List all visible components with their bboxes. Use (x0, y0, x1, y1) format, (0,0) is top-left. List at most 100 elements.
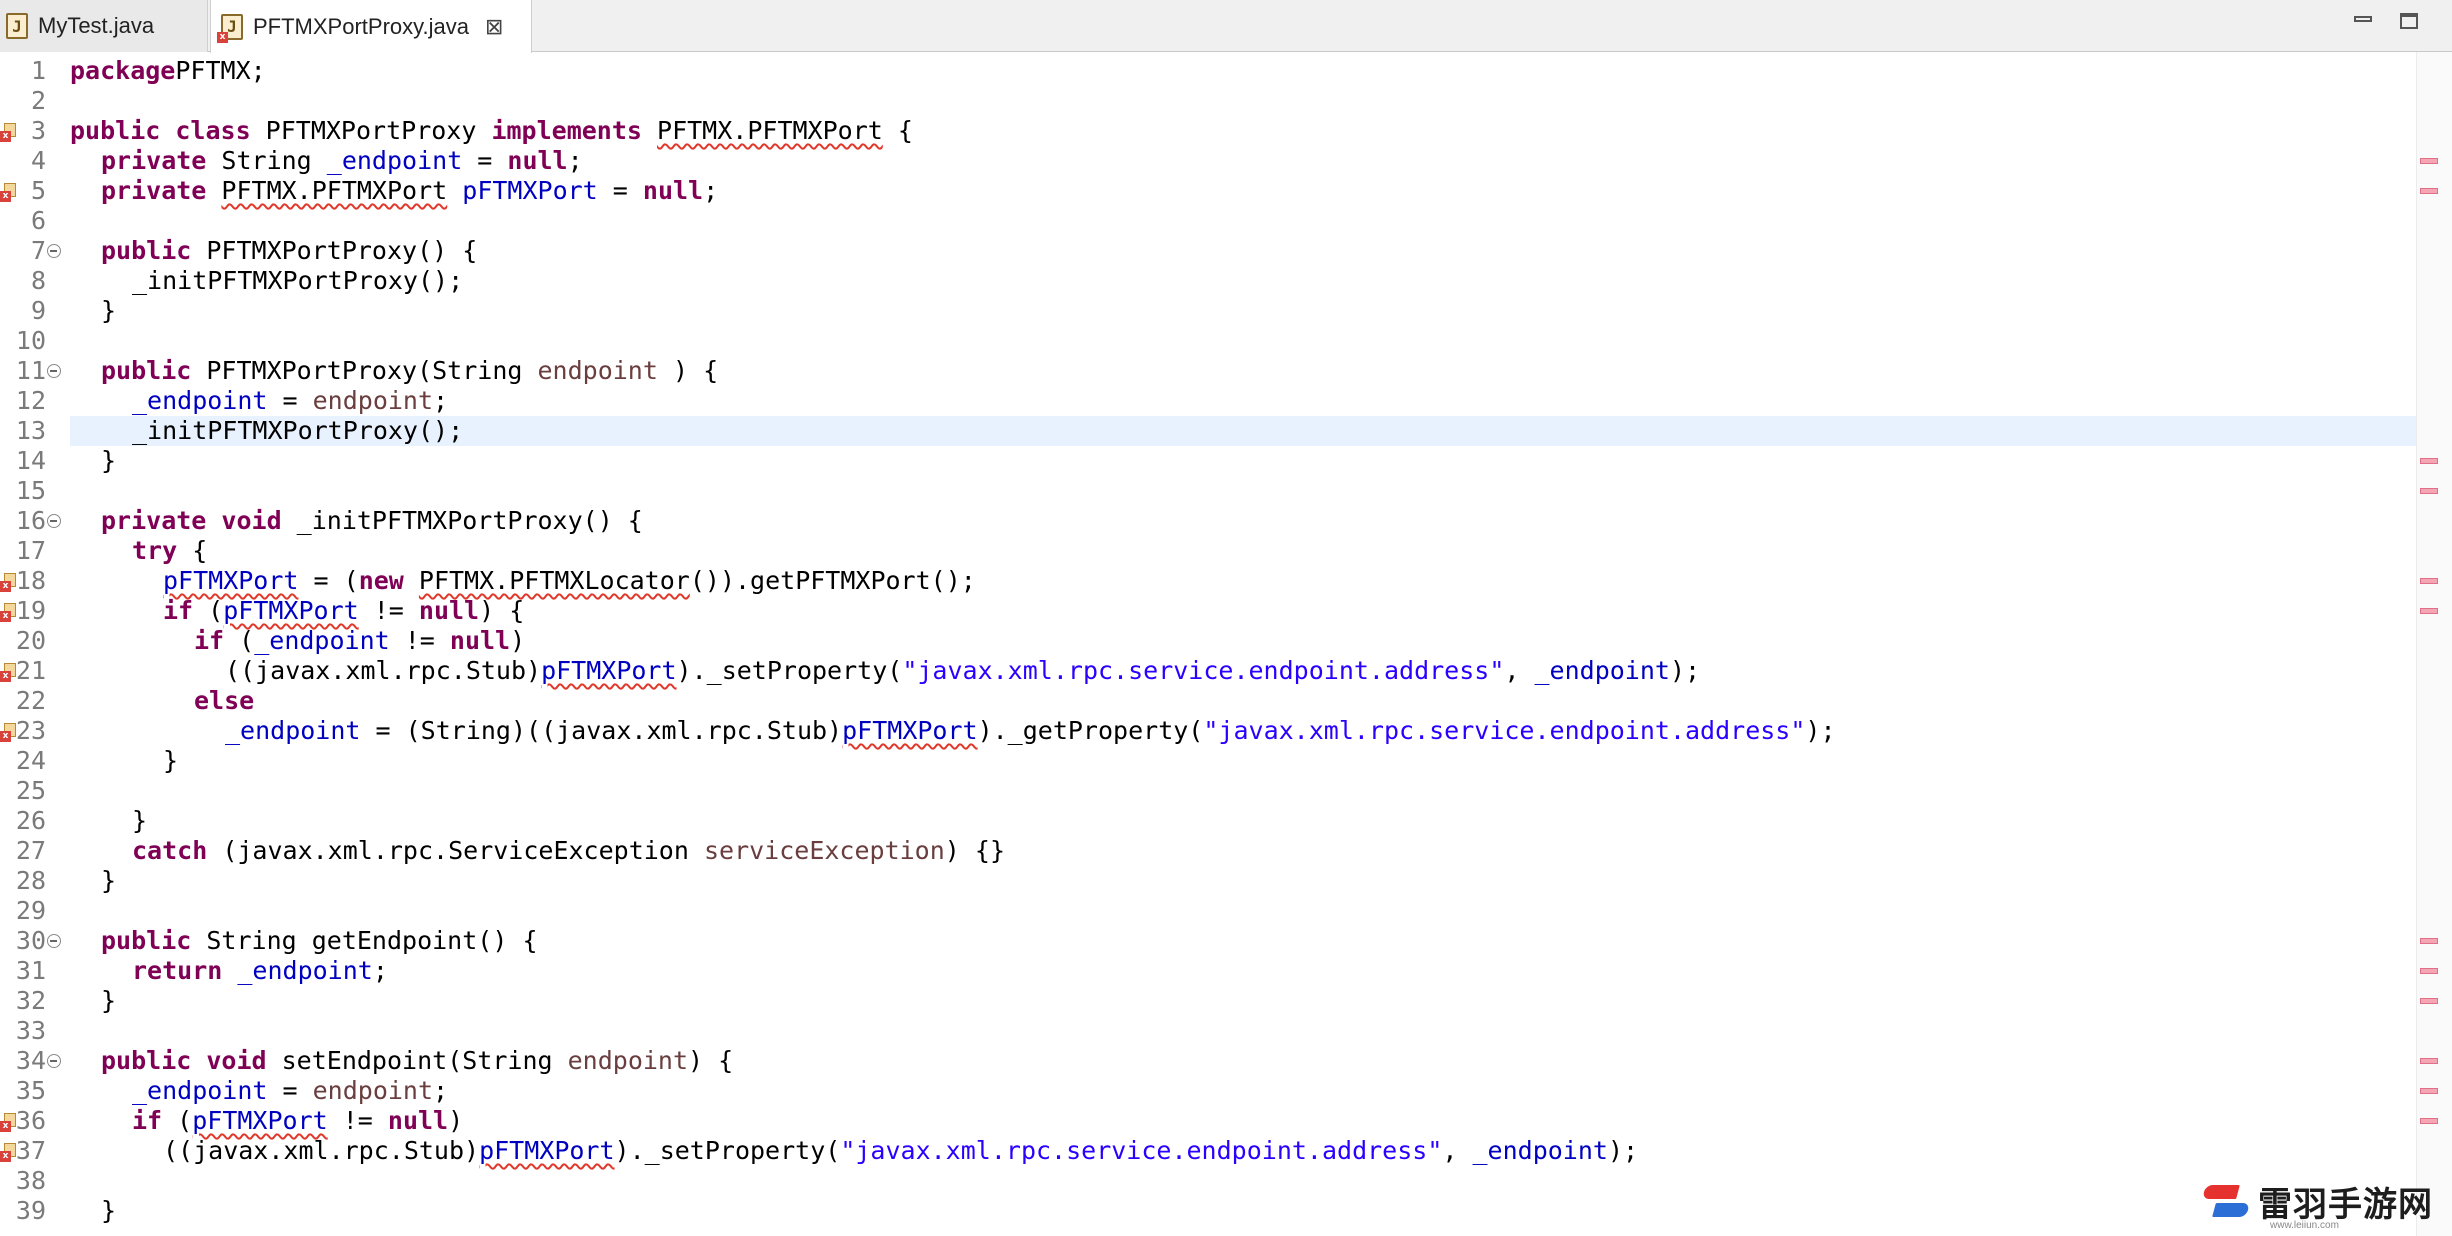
code-line[interactable]: 15 (0, 476, 2420, 506)
fold-collapse-icon[interactable] (47, 244, 61, 258)
close-icon[interactable]: ⊠ (484, 13, 504, 39)
code-text[interactable]: _initPFTMXPortProxy(); (132, 416, 463, 446)
ruler-annotation-mark[interactable] (2420, 998, 2438, 1004)
code-text[interactable]: } (132, 806, 147, 836)
ruler-annotation-mark[interactable] (2420, 158, 2438, 164)
code-text[interactable]: try { (132, 536, 207, 566)
error-marker-icon[interactable] (0, 573, 16, 592)
code-text[interactable]: public PFTMXPortProxy(String endpoint ) … (101, 356, 718, 386)
code-text[interactable]: ((javax.xml.rpc.Stub)pFTMXPort)._setProp… (163, 1136, 1638, 1166)
code-text[interactable]: if (pFTMXPort != null) (132, 1106, 463, 1136)
code-text[interactable]: private PFTMX.PFTMXPort pFTMXPort = null… (101, 176, 718, 206)
fold-collapse-icon[interactable] (47, 1054, 61, 1068)
code-line[interactable]: 21((javax.xml.rpc.Stub)pFTMXPort)._setPr… (0, 656, 2420, 686)
ruler-annotation-mark[interactable] (2420, 578, 2438, 584)
code-text[interactable]: _endpoint = (String)((javax.xml.rpc.Stub… (225, 716, 1836, 746)
code-text[interactable]: pFTMXPort = (new PFTMX.PFTMXLocator()).g… (163, 566, 976, 596)
ruler-annotation-mark[interactable] (2420, 608, 2438, 614)
code-line[interactable]: 25 (0, 776, 2420, 806)
code-text[interactable]: } (163, 746, 178, 776)
code-text[interactable]: } (101, 986, 116, 1016)
code-line[interactable]: 8_initPFTMXPortProxy(); (0, 266, 2420, 296)
ruler-annotation-mark[interactable] (2420, 488, 2438, 494)
code-line[interactable]: 24} (0, 746, 2420, 776)
code-text[interactable]: public class PFTMXPortProxy implements P… (70, 116, 913, 146)
code-text[interactable]: return _endpoint; (132, 956, 388, 986)
ruler-annotation-mark[interactable] (2420, 458, 2438, 464)
fold-collapse-icon[interactable] (47, 364, 61, 378)
error-marker-icon[interactable] (0, 1113, 16, 1132)
code-text[interactable]: } (101, 1196, 116, 1226)
code-line[interactable]: 32} (0, 986, 2420, 1016)
ruler-annotation-mark[interactable] (2420, 1088, 2438, 1094)
ruler-annotation-mark[interactable] (2420, 1118, 2438, 1124)
code-line[interactable]: 6 (0, 206, 2420, 236)
code-text[interactable]: public void setEndpoint(String endpoint)… (101, 1046, 733, 1076)
error-marker-icon[interactable] (0, 663, 16, 682)
code-line[interactable]: 14} (0, 446, 2420, 476)
code-text[interactable]: private String _endpoint = null; (101, 146, 583, 176)
error-marker-icon[interactable] (0, 1143, 16, 1162)
code-line[interactable]: 39} (0, 1196, 2420, 1226)
code-text[interactable]: _endpoint = endpoint; (132, 1076, 448, 1106)
code-text[interactable]: _endpoint = endpoint; (132, 386, 448, 416)
maximize-icon[interactable] (2398, 10, 2422, 32)
code-line[interactable]: 10 (0, 326, 2420, 356)
code-text[interactable]: } (101, 446, 116, 476)
code-line[interactable]: 37((javax.xml.rpc.Stub)pFTMXPort)._setPr… (0, 1136, 2420, 1166)
ruler-annotation-mark[interactable] (2420, 938, 2438, 944)
code-text[interactable]: } (101, 866, 116, 896)
error-marker-icon[interactable] (0, 123, 16, 142)
code-text[interactable]: public PFTMXPortProxy() { (101, 236, 477, 266)
ruler-annotation-mark[interactable] (2420, 1058, 2438, 1064)
code-text[interactable]: packagePFTMX; (70, 56, 266, 86)
code-line[interactable]: 12_endpoint = endpoint; (0, 386, 2420, 416)
tab-mytest[interactable]: J MyTest.java (0, 0, 208, 52)
ruler-annotation-mark[interactable] (2420, 968, 2438, 974)
minimize-icon[interactable] (2352, 10, 2376, 32)
overview-ruler[interactable] (2416, 52, 2452, 1236)
error-marker-icon[interactable] (0, 183, 16, 202)
code-text[interactable]: if (_endpoint != null) (194, 626, 525, 656)
code-line[interactable]: 2 (0, 86, 2420, 116)
code-line[interactable]: 9} (0, 296, 2420, 326)
code-line[interactable]: 28} (0, 866, 2420, 896)
error-marker-icon[interactable] (0, 603, 16, 622)
code-line[interactable]: 33 (0, 1016, 2420, 1046)
code-text[interactable]: _initPFTMXPortProxy(); (132, 266, 463, 296)
code-line[interactable]: 13_initPFTMXPortProxy(); (0, 416, 2420, 446)
code-line[interactable]: 38 (0, 1166, 2420, 1196)
code-text[interactable]: public String getEndpoint() { (101, 926, 538, 956)
code-text[interactable]: else (194, 686, 254, 716)
code-text[interactable]: } (101, 296, 116, 326)
code-line[interactable]: 23_endpoint = (String)((javax.xml.rpc.St… (0, 716, 2420, 746)
code-line[interactable]: 35_endpoint = endpoint; (0, 1076, 2420, 1106)
ruler-annotation-mark[interactable] (2420, 188, 2438, 194)
code-text[interactable]: ((javax.xml.rpc.Stub)pFTMXPort)._setProp… (225, 656, 1700, 686)
code-text[interactable]: catch (javax.xml.rpc.ServiceException se… (132, 836, 1005, 866)
code-text[interactable]: private void _initPFTMXPortProxy() { (101, 506, 643, 536)
fold-collapse-icon[interactable] (47, 934, 61, 948)
code-text[interactable]: if (pFTMXPort != null) { (163, 596, 524, 626)
fold-collapse-icon[interactable] (47, 514, 61, 528)
code-line[interactable]: 26} (0, 806, 2420, 836)
